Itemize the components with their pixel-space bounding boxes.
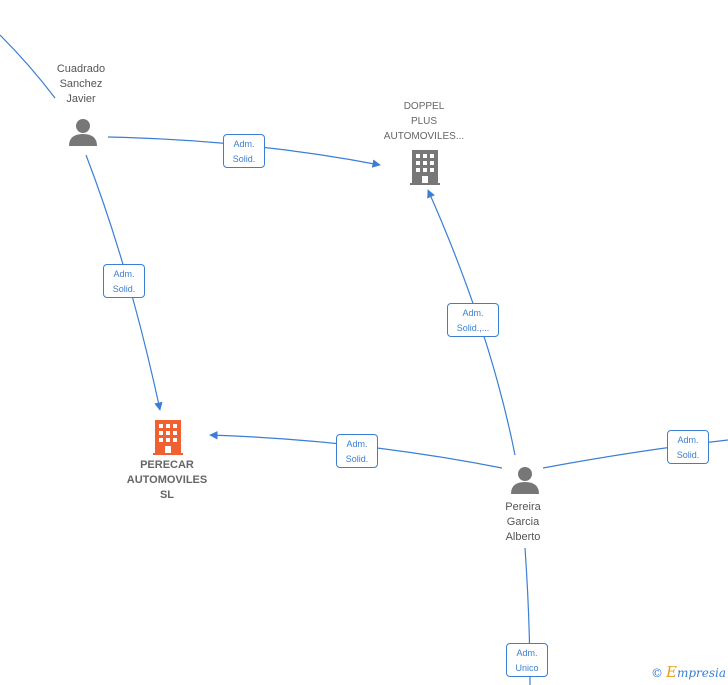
edge-label-pereira-bottom[interactable]: Adm. Unico [506, 643, 548, 677]
node-label-cuadrado[interactable]: Cuadrado Sanchez Javier [56, 63, 106, 105]
person-icon[interactable] [69, 119, 97, 146]
edge-offscreen-cuadrado [0, 34, 56, 99]
main-company-building-icon[interactable] [153, 420, 183, 455]
copyright-symbol: © [650, 666, 663, 680]
edges [0, 34, 728, 685]
edge-label-pereira-right[interactable]: Adm. Solid. [667, 430, 709, 464]
edge-label-pereira-doppel[interactable]: Adm. Solid.,... [447, 303, 499, 337]
edge-label-cuadrado-perecar[interactable]: Adm. Solid. [103, 264, 145, 298]
edge-label-pereira-perecar[interactable]: Adm. Solid. [336, 434, 378, 468]
building-icon[interactable] [410, 150, 440, 185]
node-label-pereira[interactable]: Pereira Garcia Alberto [505, 501, 541, 543]
empresia-watermark: ©Empresia [651, 663, 726, 681]
brand-name: mpresia [676, 666, 726, 680]
node-label-doppel[interactable]: DOPPEL PLUS AUTOMOVILES... [383, 101, 465, 142]
node-label-perecar[interactable]: PERECAR AUTOMOVILES SL [126, 459, 208, 501]
person-icon[interactable] [511, 467, 539, 494]
brand-initial: E [665, 663, 677, 681]
edge-label-cuadrado-doppel[interactable]: Adm. Solid. [223, 134, 265, 168]
